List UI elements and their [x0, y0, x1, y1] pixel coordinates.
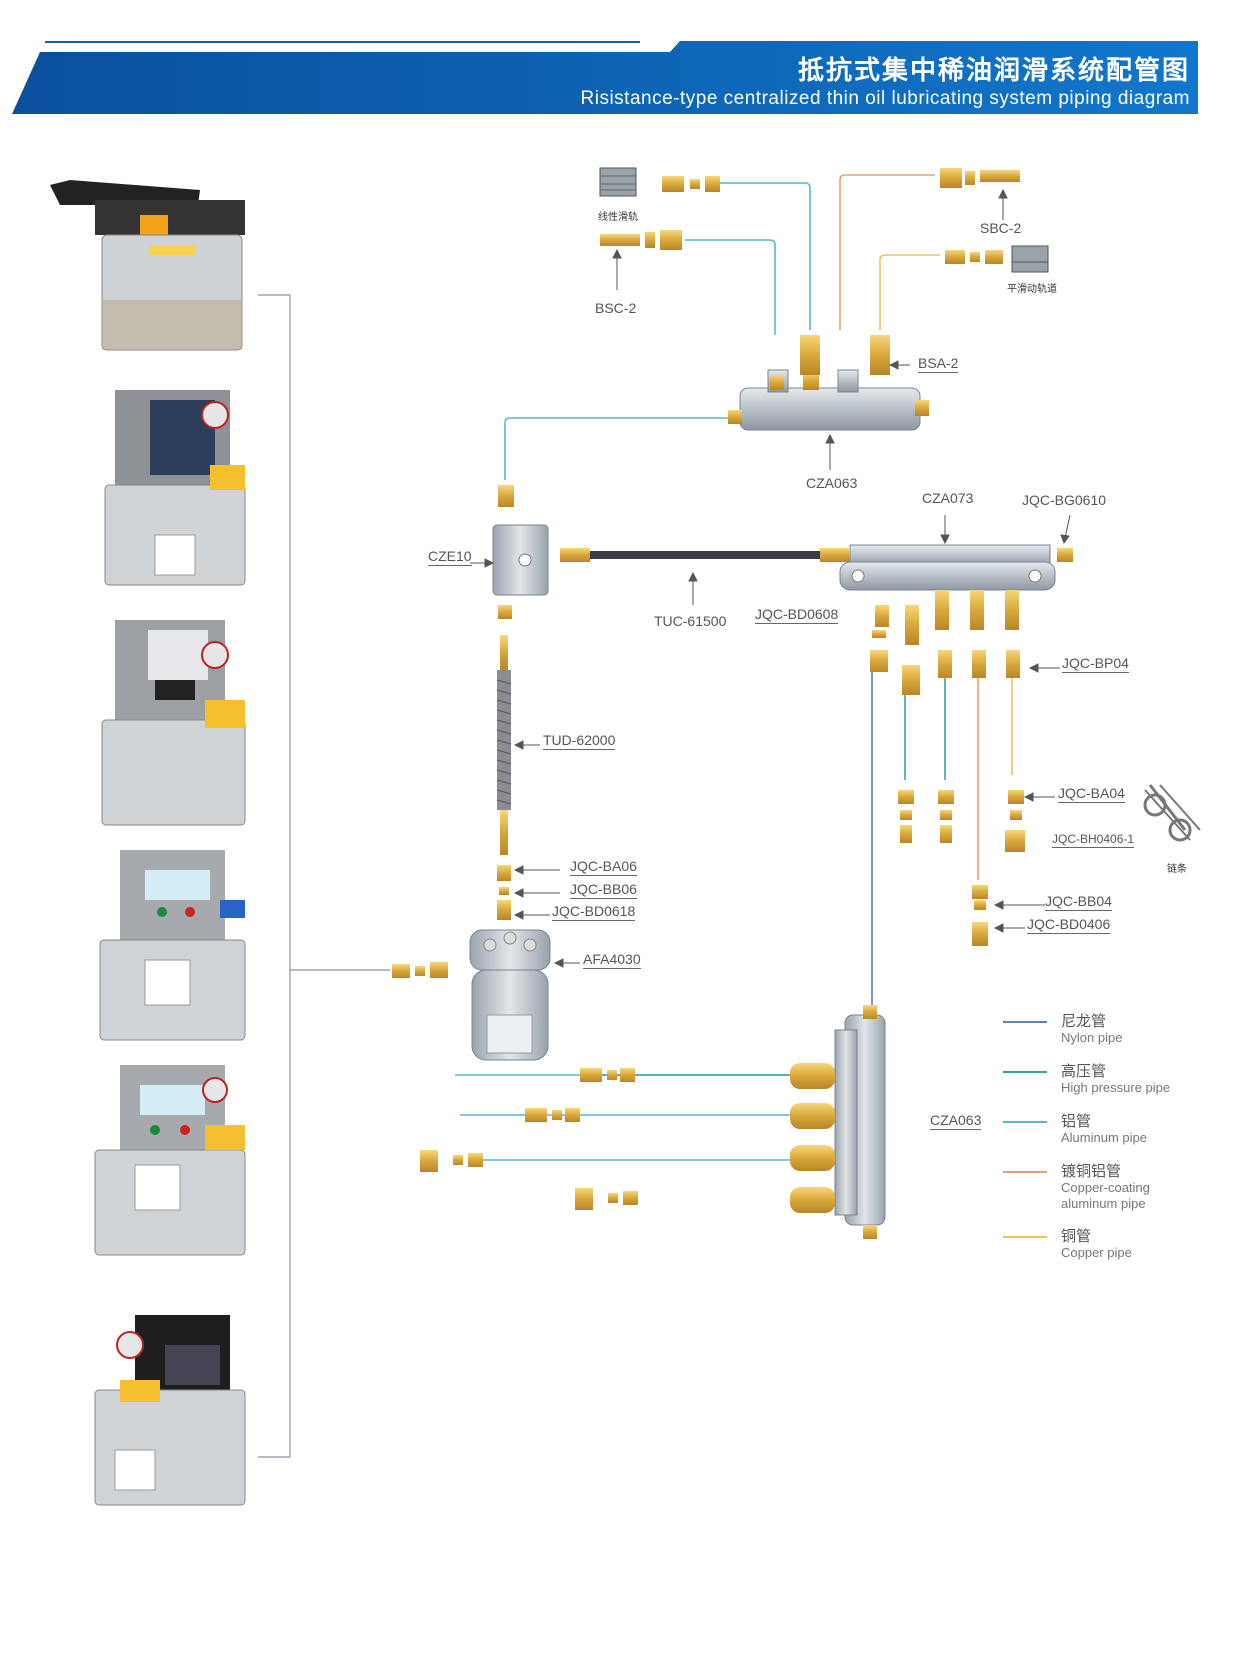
legend-swatch: [1003, 1171, 1047, 1173]
label-jqc-bb04: JQC-BB04: [1045, 893, 1112, 911]
page-subtitle: Risistance-type centralized thin oil lub…: [580, 88, 1190, 109]
label-jqc-bd0618: JQC-BD0618: [552, 903, 636, 921]
legend-label-en: High pressure pipe: [1061, 1080, 1171, 1095]
filter-afa4030: [469, 929, 551, 1061]
label-afa4030: AFA4030: [583, 951, 641, 969]
hose-tuc61500: [560, 548, 850, 562]
label-linear-rail: 线性滑轨: [598, 212, 638, 223]
legend-label-cn: 铜管: [1061, 1227, 1092, 1245]
legend-label-cn: 高压管: [1061, 1062, 1107, 1080]
label-bsa2: BSA-2: [918, 355, 959, 373]
manifold-cza063-top: [728, 335, 929, 431]
legend-label-en: Nylon pipe: [1061, 1030, 1123, 1045]
electric-pump-5: [94, 1315, 246, 1506]
block-cze10: [492, 485, 549, 619]
legend-label-cn: 镀铜铝管: [1061, 1162, 1122, 1180]
label-cza063-top: CZA063: [806, 475, 858, 491]
label-jqc-ba06: JQC-BA06: [570, 858, 637, 876]
manual-pump: [50, 180, 245, 351]
label-jqc-bp04: JQC-BP04: [1062, 655, 1129, 673]
pump-column: [50, 180, 246, 1506]
legend-swatch: [1003, 1021, 1047, 1023]
legend-swatch: [1003, 1121, 1047, 1123]
chain-icon: [1143, 784, 1201, 842]
leader-arrows: [470, 188, 1071, 968]
legend-label-en: Copper-coating aluminum pipe: [1061, 1180, 1150, 1211]
fittings-afa: [497, 865, 511, 920]
legend-label-cn: 铝管: [1061, 1112, 1092, 1130]
electric-pump-1: [104, 390, 246, 586]
label-jqc-ba04: JQC-BA04: [1058, 785, 1125, 803]
manifold-cza063-bottom: [790, 1005, 886, 1239]
label-cza073: CZA073: [922, 490, 974, 506]
label-tud62000: TUD-62000: [543, 732, 616, 750]
label-cza063-bottom: CZA063: [930, 1112, 982, 1130]
electric-pump-2: [101, 620, 246, 826]
label-jqc-bd0406: JQC-BD0406: [1027, 916, 1111, 934]
label-flat-rail: 平滑动轨道: [1007, 284, 1057, 295]
legend-swatch: [1003, 1071, 1047, 1073]
pump-bracket: [258, 294, 390, 1458]
electric-pump-3: [99, 850, 246, 1041]
label-tuc61500: TUC-61500: [654, 613, 727, 629]
label-jqc-bh0406: JQC-BH0406-1: [1052, 832, 1135, 848]
legend-label-en: Copper pipe: [1061, 1245, 1132, 1260]
header-banner: [12, 41, 1198, 114]
hose-tud62000: [496, 635, 512, 855]
small-fittings: [420, 168, 1025, 1210]
label-jqc-bg0610: JQC-BG0610: [1022, 492, 1107, 508]
manifold-cza073: [839, 544, 1073, 645]
flat-rail-icon: [1011, 245, 1049, 273]
legend-label-cn: 尼龙管: [1061, 1012, 1107, 1030]
inlet-fittings: [392, 962, 448, 978]
legend-label-en: Aluminum pipe: [1061, 1130, 1147, 1145]
page-header: 抵抗式集中稀油润滑系统配管图 Risistance-type centraliz…: [0, 0, 1250, 120]
label-cze10: CZE10: [428, 548, 472, 566]
electric-pump-4: [94, 1065, 246, 1256]
label-chain: 链条: [1167, 864, 1187, 875]
pipes: [455, 174, 1013, 1161]
label-jqc-bb06: JQC-BB06: [570, 881, 637, 899]
label-bsc2: BSC-2: [595, 300, 637, 316]
page-title: 抵抗式集中稀油润滑系统配管图: [797, 56, 1190, 86]
label-sbc2: SBC-2: [980, 220, 1022, 236]
label-jqc-bd0608: JQC-BD0608: [755, 606, 839, 624]
legend-swatch: [1003, 1236, 1047, 1238]
linear-rail-icon: [599, 167, 637, 197]
